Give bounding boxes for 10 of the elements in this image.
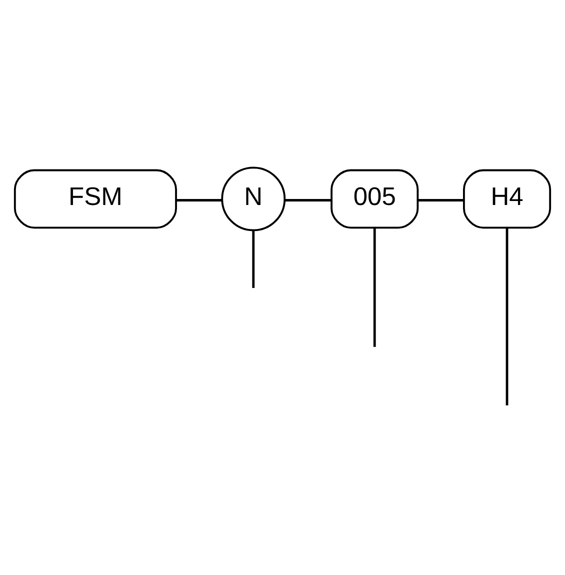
node-circle: N	[221, 166, 286, 232]
connector	[176, 199, 222, 202]
connector	[506, 228, 508, 406]
node-box: 005	[330, 169, 419, 229]
connector	[252, 230, 255, 288]
connector	[285, 199, 332, 202]
node-box: FSM	[14, 169, 177, 229]
connector	[373, 228, 376, 347]
connector	[418, 199, 464, 202]
node-box: H4	[463, 169, 552, 229]
